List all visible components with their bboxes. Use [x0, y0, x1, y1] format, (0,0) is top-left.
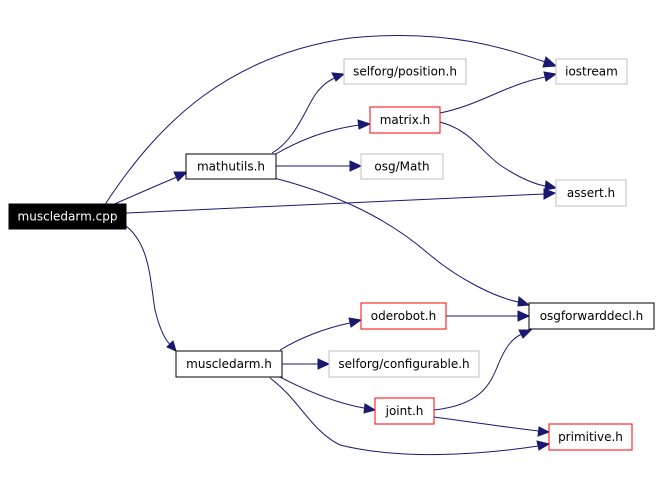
node-label: mathutils.h: [197, 160, 265, 174]
edge-mathutils-position: [271, 77, 336, 154]
node-joint-h[interactable]: joint.h: [374, 397, 435, 425]
edge-root-assert: [125, 193, 545, 214]
edge-muscledarm-primitive: [269, 377, 539, 456]
node-label: assert.h: [567, 186, 615, 200]
node-label: muscledarm.h: [186, 357, 272, 371]
edge-root-iostream-arrow: [542, 56, 558, 68]
edge-mathutils-osgforward: [273, 177, 519, 303]
edge-matrix-assert: [439, 121, 546, 187]
edge-matrix-iostream: [439, 76, 546, 114]
node-muscledarm-cpp[interactable]: muscledarm.cpp: [8, 203, 127, 230]
edge-mathutils-matrix-arrow: [357, 119, 372, 130]
edge-mathutils-position-arrow: [331, 72, 346, 82]
node-label: primitive.h: [558, 430, 623, 444]
nodes: muscledarm.cpp mathutils.h muscledarm.h …: [8, 58, 655, 451]
edge-root-assert-arrow: [543, 188, 557, 200]
node-primitive-h[interactable]: primitive.h: [548, 423, 633, 451]
node-label: oderobot.h: [371, 309, 436, 323]
node-muscledarm-h[interactable]: muscledarm.h: [175, 350, 283, 378]
edges: [103, 35, 558, 456]
edge-matrix-assert-arrow: [544, 180, 558, 191]
edge-muscledarm-oderobot-arrow: [348, 317, 363, 328]
node-label: selforg/configurable.h: [338, 357, 469, 371]
edge-mathutils-osgmath-arrow: [349, 160, 363, 172]
node-label: joint.h: [385, 404, 424, 418]
node-assert-h[interactable]: assert.h: [555, 179, 627, 207]
edge-matrix-iostream-arrow: [543, 71, 558, 82]
edge-oderobot-osgforward-arrow: [517, 310, 531, 322]
edge-muscledarm-oderobot: [279, 322, 351, 351]
edge-muscledarm-joint-arrow: [363, 403, 377, 414]
edge-muscledarm-primitive-arrow: [536, 440, 551, 451]
edge-root-mathutils: [109, 176, 178, 207]
node-label: osg/Math: [374, 160, 429, 174]
node-label: selforg/position.h: [353, 65, 457, 79]
node-label: matrix.h: [380, 113, 431, 127]
edge-joint-osgforward: [433, 333, 523, 411]
edge-root-muscledarm-arrow: [166, 340, 177, 352]
node-label: muscledarm.cpp: [18, 210, 118, 224]
node-selforg-configurable-h[interactable]: selforg/configurable.h: [328, 350, 480, 378]
node-iostream[interactable]: iostream: [555, 58, 628, 85]
edge-mathutils-matrix: [273, 124, 360, 156]
node-osgforwarddecl-h[interactable]: osgforwarddecl.h: [528, 302, 655, 330]
node-oderobot-h[interactable]: oderobot.h: [360, 302, 447, 330]
edge-root-mathutils-arrow: [173, 171, 189, 182]
edge-joint-primitive: [433, 416, 539, 432]
edge-root-muscledarm: [125, 225, 173, 347]
node-label: osgforwarddecl.h: [540, 309, 644, 323]
node-matrix-h[interactable]: matrix.h: [369, 106, 441, 134]
node-mathutils-h[interactable]: mathutils.h: [185, 153, 277, 180]
edge-root-iostream: [103, 35, 546, 207]
node-selforg-position-h[interactable]: selforg/position.h: [343, 58, 467, 85]
edge-mathutils-osgforward-arrow: [517, 296, 531, 307]
edge-joint-primitive-arrow: [537, 426, 551, 437]
edge-muscledarm-configurable-arrow: [317, 358, 331, 370]
node-osg-math[interactable]: osg/Math: [360, 153, 444, 180]
edge-joint-osgforward-arrow: [518, 329, 533, 339]
node-label: iostream: [565, 65, 618, 79]
edge-muscledarm-joint: [279, 376, 365, 409]
